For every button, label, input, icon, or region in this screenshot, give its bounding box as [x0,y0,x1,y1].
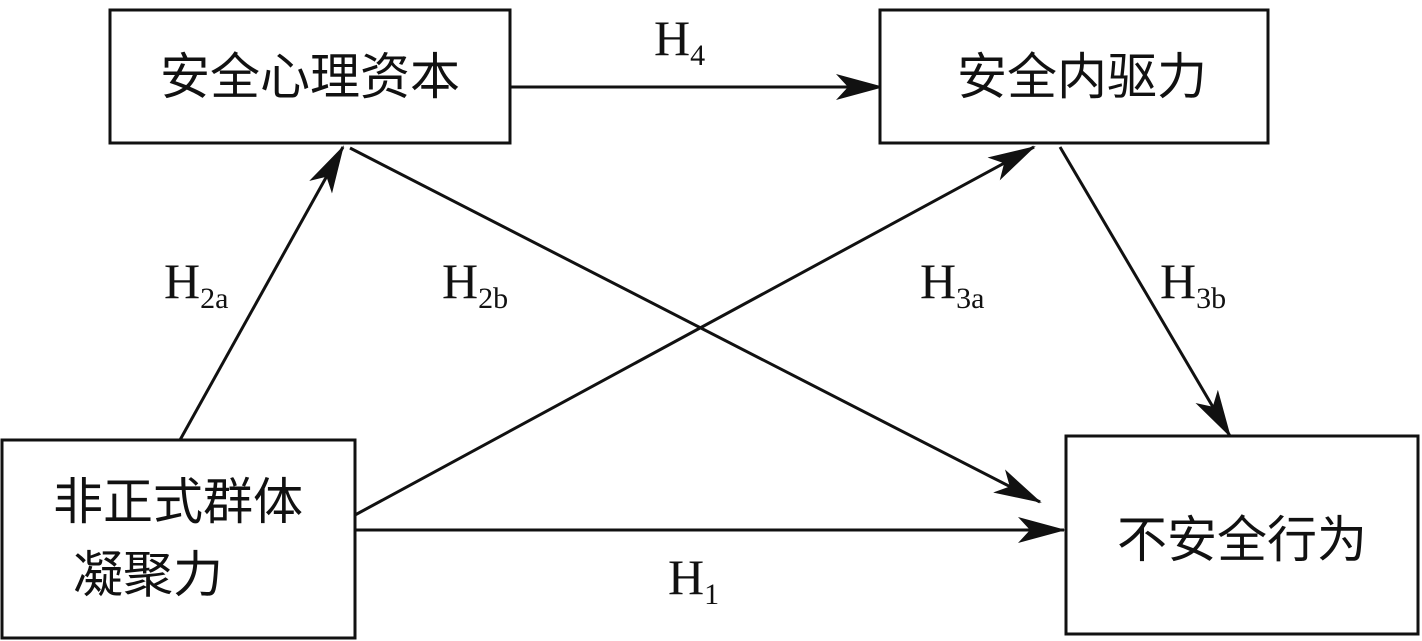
edge-label-h3b-sub: 3b [1196,282,1226,315]
node-psych-capital-label: 安全心理资本 [160,48,460,106]
edge-label-h3a-sub: 3a [956,282,984,315]
node-psych-capital-box [108,8,512,145]
node-inner-drive-box [878,8,1270,145]
node-cohesion-label-line2: 凝聚力 [73,546,223,604]
edge-h3a-line [354,145,1036,517]
node-cohesion-box [0,438,357,640]
edge-label-h1: H1 [668,549,719,611]
edge-h2b-line [349,146,1042,504]
edge-h3b [1058,146,1232,438]
edge-h2b [349,146,1042,504]
edge-label-h3b: H3b [1160,253,1226,315]
edge-h3a [354,145,1036,517]
node-unsafe-behavior: 不安全行为 [1064,434,1420,636]
edge-label-h3b-main: H [1160,253,1196,309]
edge-h2a [178,145,345,441]
edge-label-h3a-main: H [920,253,956,309]
edge-h2a-line [178,145,345,441]
node-psych-capital: 安全心理资本 [108,8,512,145]
edge-h3b-line [1058,146,1232,438]
edge-label-h2a-main: H [164,253,200,309]
edge-label-h4-main: H [654,10,690,66]
edge-label-h4-sub: 4 [690,39,705,72]
edge-label-h2a-sub: 2a [200,282,228,315]
edge-label-h3a: H3a [920,253,984,315]
node-unsafe-behavior-box [1064,434,1420,636]
edge-label-h1-sub: 1 [704,578,719,611]
edge-label-h1-main: H [668,549,704,605]
edge-label-h2a: H2a [164,253,228,315]
edge-label-h2b: H2b [442,253,508,315]
node-unsafe-behavior-label: 不安全行为 [1117,511,1367,569]
node-cohesion-label-line1: 非正式群体 [53,473,303,531]
node-inner-drive-label: 安全内驱力 [957,48,1207,106]
edge-label-h2b-sub: 2b [478,282,508,315]
node-cohesion: 非正式群体 凝聚力 [0,438,357,640]
edge-label-h2b-main: H [442,253,478,309]
edge-label-h4: H4 [654,10,705,72]
node-inner-drive: 安全内驱力 [878,8,1270,145]
